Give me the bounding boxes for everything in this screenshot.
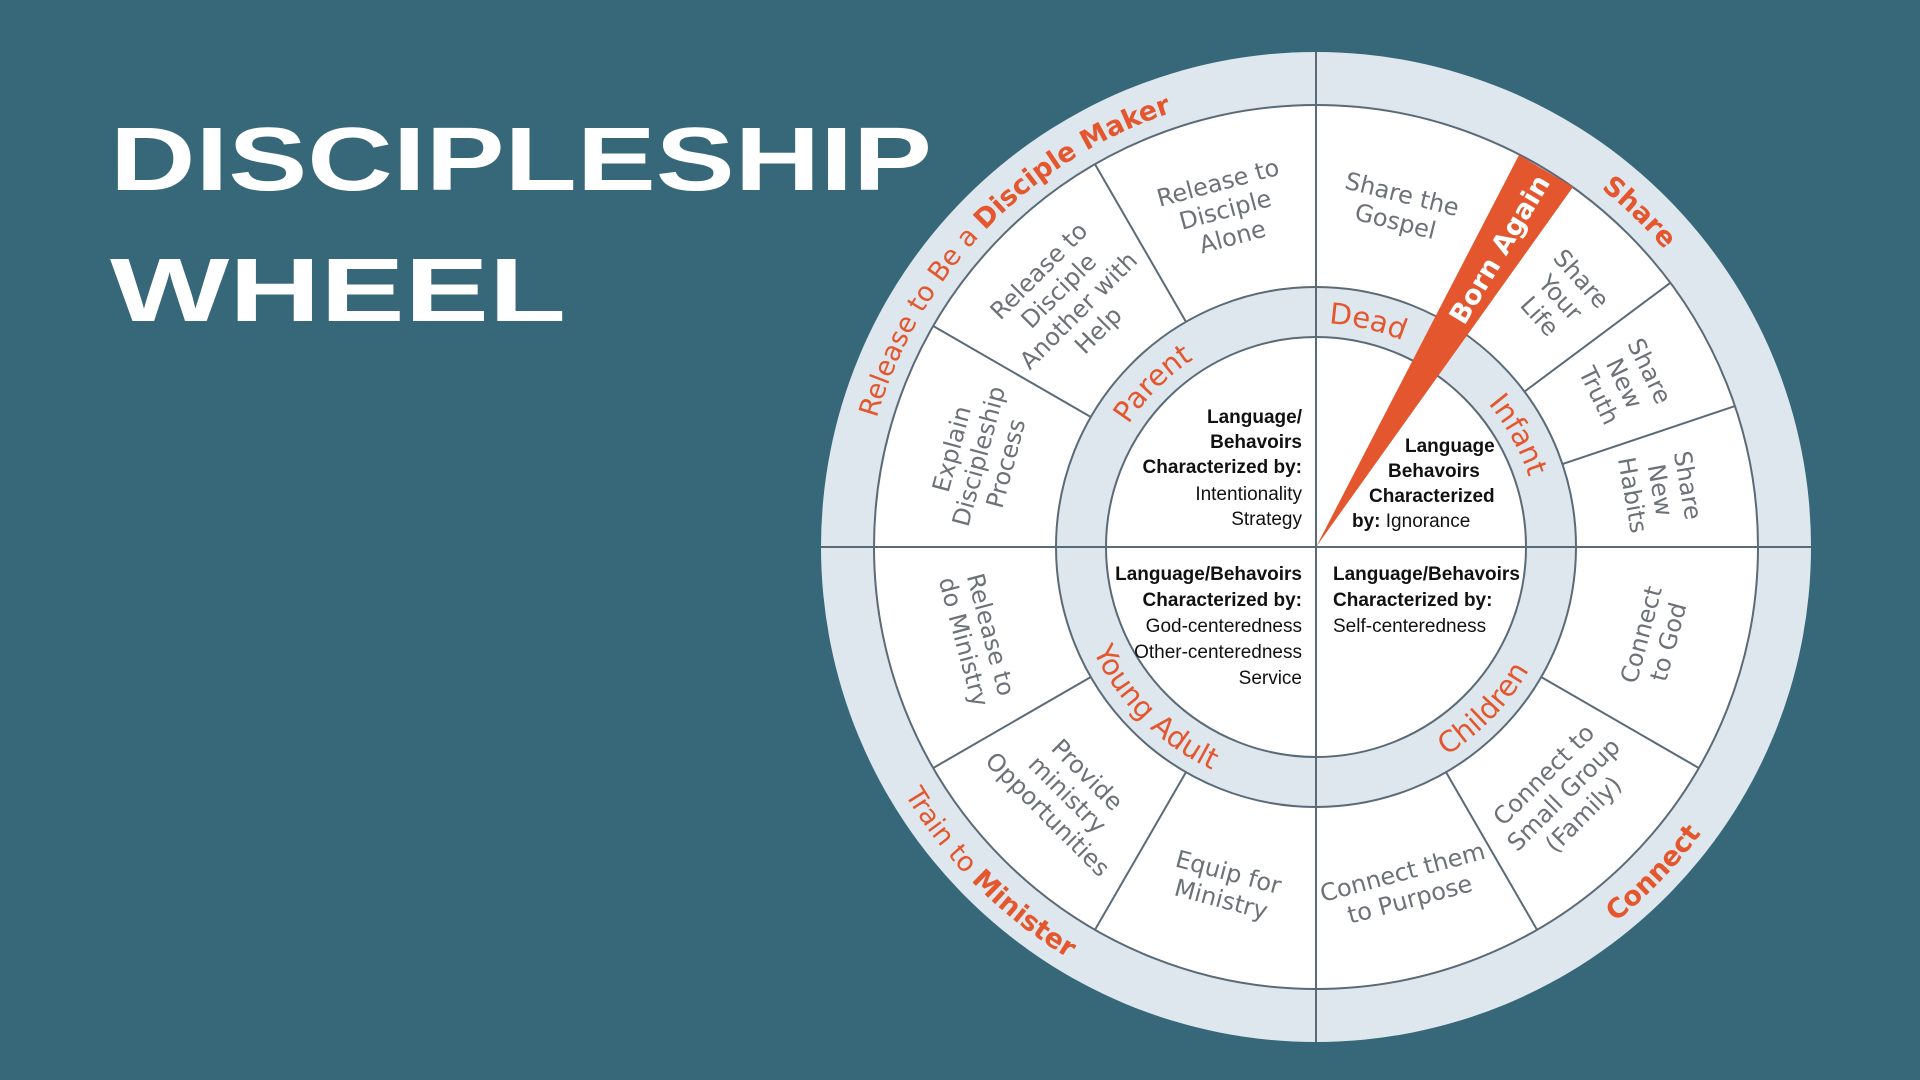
svg-text:Behavoirs: Behavoirs [1210,432,1302,453]
inner-text: Language/ [1207,407,1303,428]
inner-trait: God-centeredness [1146,616,1302,637]
segment-provide: ProvideministryOpportunities [980,707,1155,882]
segment-divider [932,325,1092,418]
svg-text:Language/Behavoirs: Language/Behavoirs [1115,564,1302,585]
svg-text:by: Ignorance: by: Ignorance [1352,511,1470,532]
inner-text: Characterized by: [1143,457,1302,478]
inner-text: Language/Behavoirs [1333,564,1520,585]
inner-text: Characterized by: [1143,590,1302,611]
segment-divider [1094,163,1187,323]
svg-text:Language/Behavoirs: Language/Behavoirs [1333,564,1520,585]
inner-text: Characterized by: [1333,590,1492,611]
segment-divider [932,676,1092,769]
segment-divider [1445,771,1538,931]
inner-trait: Intentionality [1195,484,1302,505]
segment-divider [1562,405,1736,466]
inner-text: Characterized [1369,486,1495,507]
segment-dividers [932,163,1736,931]
inner-text: Language [1405,436,1495,457]
inner-trait: Self-centeredness [1333,616,1486,637]
inner-text: Behavoirs [1210,432,1302,453]
title-line-1: DISCIPLESHIP [110,110,932,210]
segment-divider [1094,771,1187,931]
svg-text:Characterized by:: Characterized by: [1143,457,1302,478]
svg-text:Behavoirs: Behavoirs [1388,461,1480,482]
born-again-wedge [1316,155,1573,547]
svg-text:Language/: Language/ [1207,407,1303,428]
segment-divider [1540,676,1700,769]
inner-text: Language/Behavoirs [1115,564,1302,585]
svg-text:Characterized by:: Characterized by: [1333,590,1492,611]
inner-trait: Strategy [1231,509,1302,530]
inner-young-adult: Language/Behavoirs Characterized by: God… [1115,564,1302,689]
inner-infant: Language Behavoirs Characterized by: Ign… [1352,436,1495,532]
inner-parent: Language/ Behavoirs Characterized by: In… [1143,407,1303,530]
segment-divider [1523,282,1671,393]
svg-text:Language: Language [1405,436,1495,457]
inner-text: by: [1352,511,1381,532]
inner-text: Behavoirs [1388,461,1480,482]
svg-text:Characterized by:: Characterized by: [1143,590,1302,611]
inner-trait: Service [1239,668,1302,689]
wheel: Born Again [821,52,1811,1042]
svg-text:Characterized: Characterized [1369,486,1495,507]
title-line-2: WHEEL [110,241,566,341]
inner-trait: Ignorance [1381,511,1471,532]
inner-trait: Other-centeredness [1134,642,1302,663]
inner-children: Language/Behavoirs Characterized by: Sel… [1333,564,1520,637]
